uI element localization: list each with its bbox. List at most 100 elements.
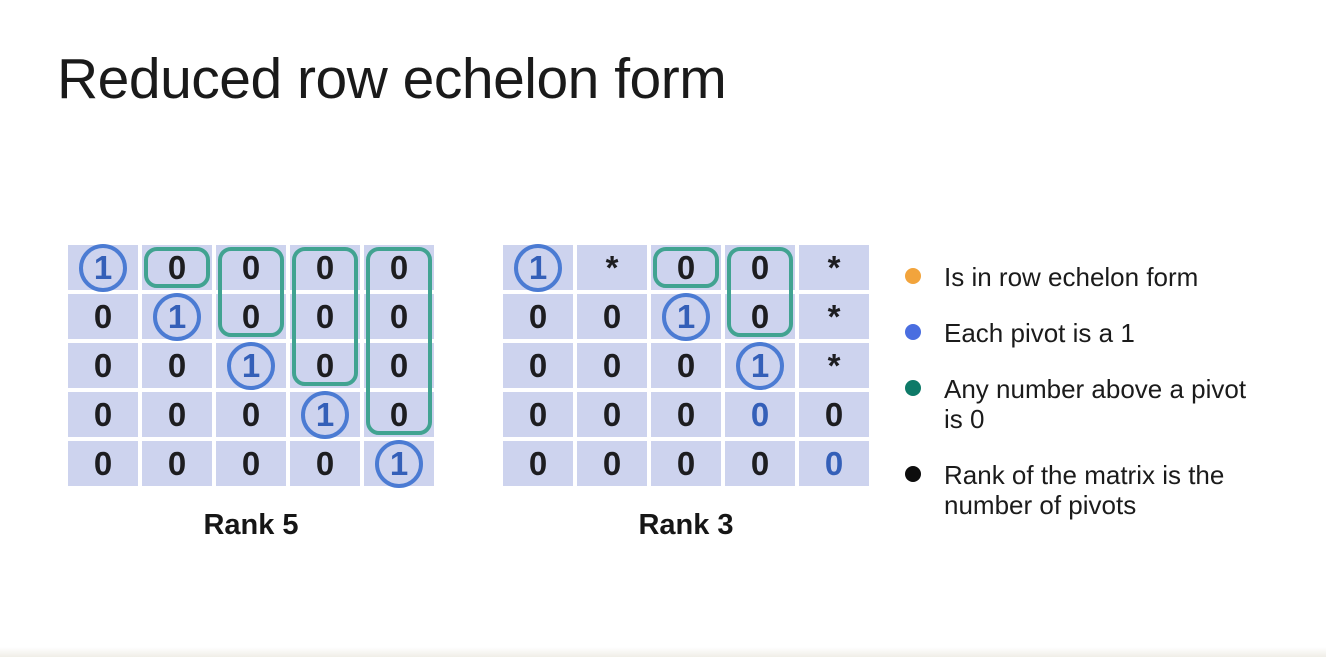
matrix-value: 0 [528,444,548,482]
bullet-text: Any number above a pivot is 0 [944,374,1247,434]
matrix-cell: 0 [577,392,647,437]
matrix-value: 0 [676,444,696,482]
bottom-edge-strip [0,647,1326,657]
matrix-cell: * [577,245,647,290]
matrix-cell: 0 [216,441,286,486]
matrix-cell: 0 [503,392,573,437]
matrix-value: 0 [315,248,335,286]
bullet-item: Is in row echelon form [905,262,1259,292]
matrix-value: 0 [528,395,548,433]
matrix-cell: 0 [290,343,360,388]
matrix-cell: 0 [651,343,721,388]
matrix-cell: 0 [577,294,647,339]
matrix-cell: 0 [503,294,573,339]
matrix-cell: 0 [799,392,869,437]
bullet-item: Any number above a pivot is 0 [905,374,1259,434]
matrix-cell: 0 [799,441,869,486]
matrix-value: 0 [602,395,622,433]
matrix-value: 0 [602,346,622,384]
matrix-value: 0 [93,346,113,384]
matrix-cell: 0 [364,343,434,388]
matrix-value: 0 [389,297,409,335]
matrix-value: 1 [528,248,548,286]
bullet-text: Each pivot is a 1 [944,318,1135,348]
matrix-value: 0 [602,297,622,335]
matrix-cell: 0 [216,294,286,339]
bullet-text: Is in row echelon form [944,262,1199,292]
matrix-cell: 0 [577,343,647,388]
matrix-value: 0 [528,346,548,384]
matrix-value: 1 [389,444,409,482]
matrix-cell: 0 [651,441,721,486]
matrix-value: 0 [389,248,409,286]
matrix-value: 0 [676,248,696,286]
matrix-cell: 1 [216,343,286,388]
matrix-cell: * [799,343,869,388]
matrix-value: 0 [315,346,335,384]
matrix-value: 0 [167,444,187,482]
matrix-cell: 0 [725,392,795,437]
matrix-cell: 1 [364,441,434,486]
orange-bullet-icon [905,268,921,284]
matrix-cell: 1 [290,392,360,437]
teal-bullet-icon [905,380,921,396]
matrix-cell: 0 [364,392,434,437]
matrix-cell: 0 [68,294,138,339]
matrix-value: 1 [93,248,113,286]
matrix-cell: 0 [68,343,138,388]
matrix-value: 0 [93,444,113,482]
matrix-cell: 0 [651,245,721,290]
matrix-value: 0 [750,444,770,482]
matrix-cell: * [799,294,869,339]
matrix-value: 0 [167,346,187,384]
matrix-cell: * [799,245,869,290]
matrix-cell: 0 [725,441,795,486]
matrix-value: 0 [315,297,335,335]
bullet-item: Each pivot is a 1 [905,318,1259,348]
matrix-value: 0 [602,444,622,482]
matrix-value: 0 [241,297,261,335]
matrix-cell: 0 [142,245,212,290]
bullet-list: Is in row echelon form Each pivot is a 1… [905,262,1259,546]
matrix-value: 1 [315,395,335,433]
matrix-value: 1 [676,297,696,335]
matrix-cell: 0 [216,245,286,290]
matrix-value: 0 [528,297,548,335]
matrix-value: 0 [750,395,770,433]
matrix-value: 0 [389,346,409,384]
matrix-value: 0 [824,395,844,433]
matrix-value: 0 [750,297,770,335]
matrix-value: * [605,248,619,286]
matrix-cell: 1 [68,245,138,290]
matrix-cell: 0 [725,245,795,290]
matrix-caption: Rank 5 [203,509,299,541]
matrix-cell: 0 [142,441,212,486]
matrix-value: 0 [315,444,335,482]
matrix-value: 0 [824,444,844,482]
matrix-cell: 0 [503,343,573,388]
matrix-cell: 0 [290,245,360,290]
matrix-cell: 0 [142,343,212,388]
black-bullet-icon [905,466,921,482]
matrix-cell: 0 [503,441,573,486]
matrix-cell: 1 [725,343,795,388]
matrix-cell: 1 [651,294,721,339]
matrix-cell: 0 [725,294,795,339]
matrix-cell: 0 [216,392,286,437]
matrix-value: 0 [389,395,409,433]
matrix-cell: 0 [68,441,138,486]
matrix-value: 0 [93,395,113,433]
matrix-cell: 0 [68,392,138,437]
slide-title: Reduced row echelon form [57,47,727,111]
matrix-value: 1 [241,346,261,384]
matrix-cell: 1 [503,245,573,290]
bullet-item: Rank of the matrix is the number of pivo… [905,460,1259,520]
matrix-value: * [827,297,841,335]
matrix-cell: 0 [651,392,721,437]
matrix-cell: 0 [290,294,360,339]
matrix-value: 0 [167,395,187,433]
